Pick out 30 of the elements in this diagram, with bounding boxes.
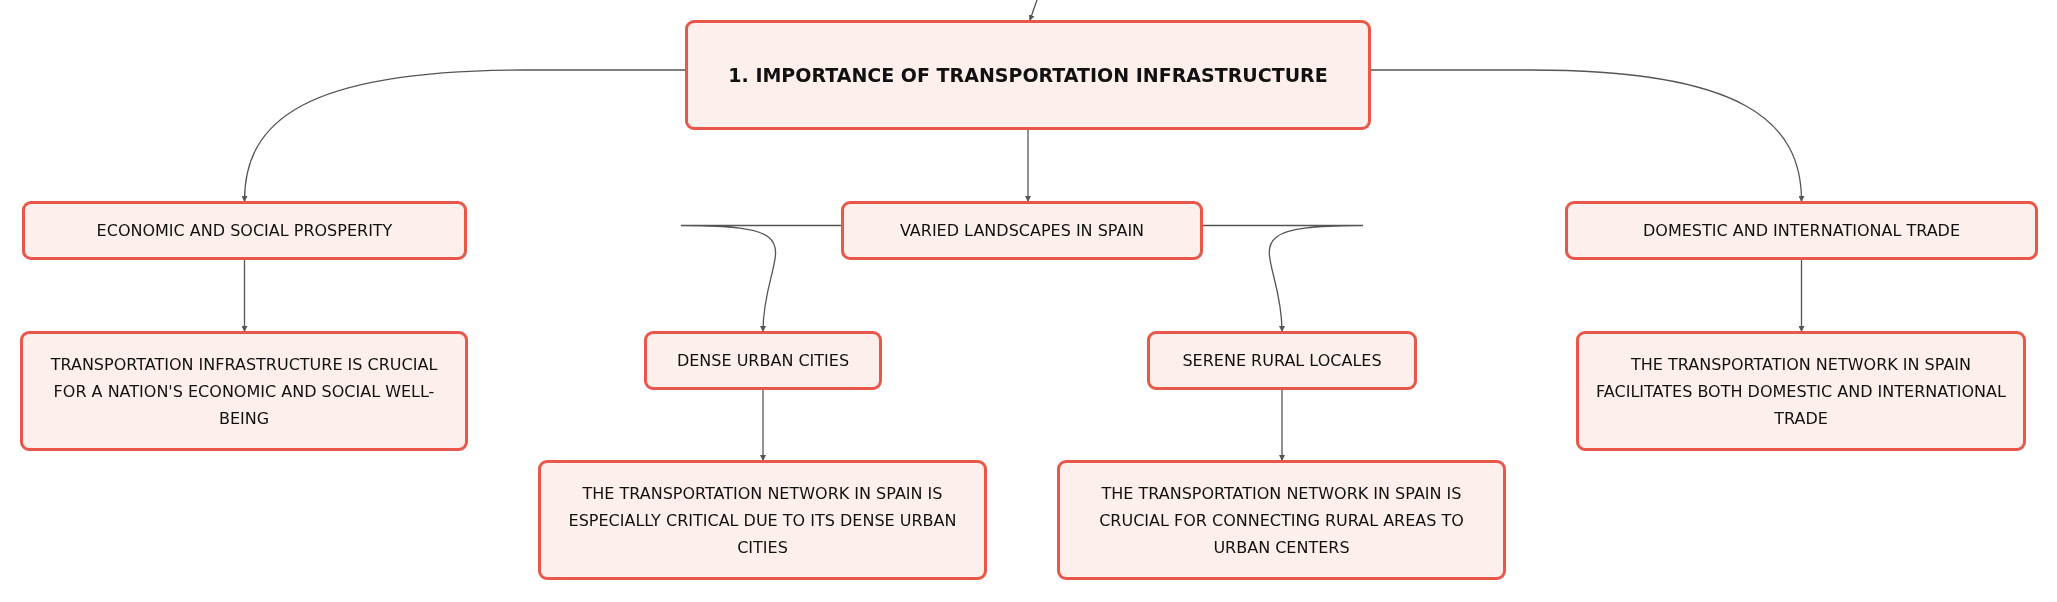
node-text: TRANSPORTATION INFRASTRUCTURE IS CRUCIAL FOR A NATION'S ECONOMIC AND SOCIAL WELL-BEING bbox=[49, 353, 439, 430]
node-text: VARIED LANDSCAPES IN SPAIN bbox=[899, 220, 1145, 242]
node-text: DENSE URBAN CITIES bbox=[676, 350, 850, 372]
node-text: THE TRANSPORTATION NETWORK IN SPAIN IS ESPECIALLY CRITICAL DUE TO ITS DENSE URBAN CITIES bbox=[567, 482, 958, 559]
connector-arrow bbox=[1370, 69, 1805, 202]
connector-arrow bbox=[1798, 259, 1805, 332]
connector-arrow bbox=[1025, 129, 1031, 202]
subtopic-box bbox=[1565, 201, 2038, 260]
node-text: THE TRANSPORTATION NETWORK IN SPAIN IS CRUCIAL FOR CONNECTING RURAL AREAS TO URBAN CENTERS bbox=[1098, 482, 1465, 559]
subtopic-box bbox=[1057, 460, 1506, 580]
subtopic-box bbox=[1147, 331, 1417, 390]
connector-arrow bbox=[241, 259, 248, 332]
subtopic-box bbox=[22, 201, 467, 260]
connector-arrow bbox=[680, 224, 842, 332]
connector-arrow bbox=[760, 389, 766, 461]
node-text: ECONOMIC AND SOCIAL PROSPERITY bbox=[96, 220, 393, 242]
subtopic-box bbox=[20, 331, 468, 451]
node-text: THE TRANSPORTATION NETWORK IN SPAIN FACILITATES BOTH DOMESTIC AND INTERNATIONAL TRADE bbox=[1595, 353, 2007, 430]
connector-arrow bbox=[1028, 0, 1038, 21]
topic-box bbox=[685, 20, 1371, 130]
connector-arrow bbox=[241, 69, 686, 202]
connector-arrow bbox=[1279, 389, 1285, 461]
node-text: DOMESTIC AND INTERNATIONAL TRADE bbox=[1643, 220, 1960, 242]
subtopic-box bbox=[1576, 331, 2026, 451]
node-text: 1. IMPORTANCE OF TRANSPORTATION INFRASTRUCTURE bbox=[728, 62, 1328, 88]
subtopic-box bbox=[538, 460, 987, 580]
subtopic-box bbox=[841, 201, 1203, 260]
connector-arrow bbox=[1202, 224, 1364, 332]
node-text: SERENE RURAL LOCALES bbox=[1182, 350, 1382, 372]
subtopic-box bbox=[644, 331, 882, 390]
